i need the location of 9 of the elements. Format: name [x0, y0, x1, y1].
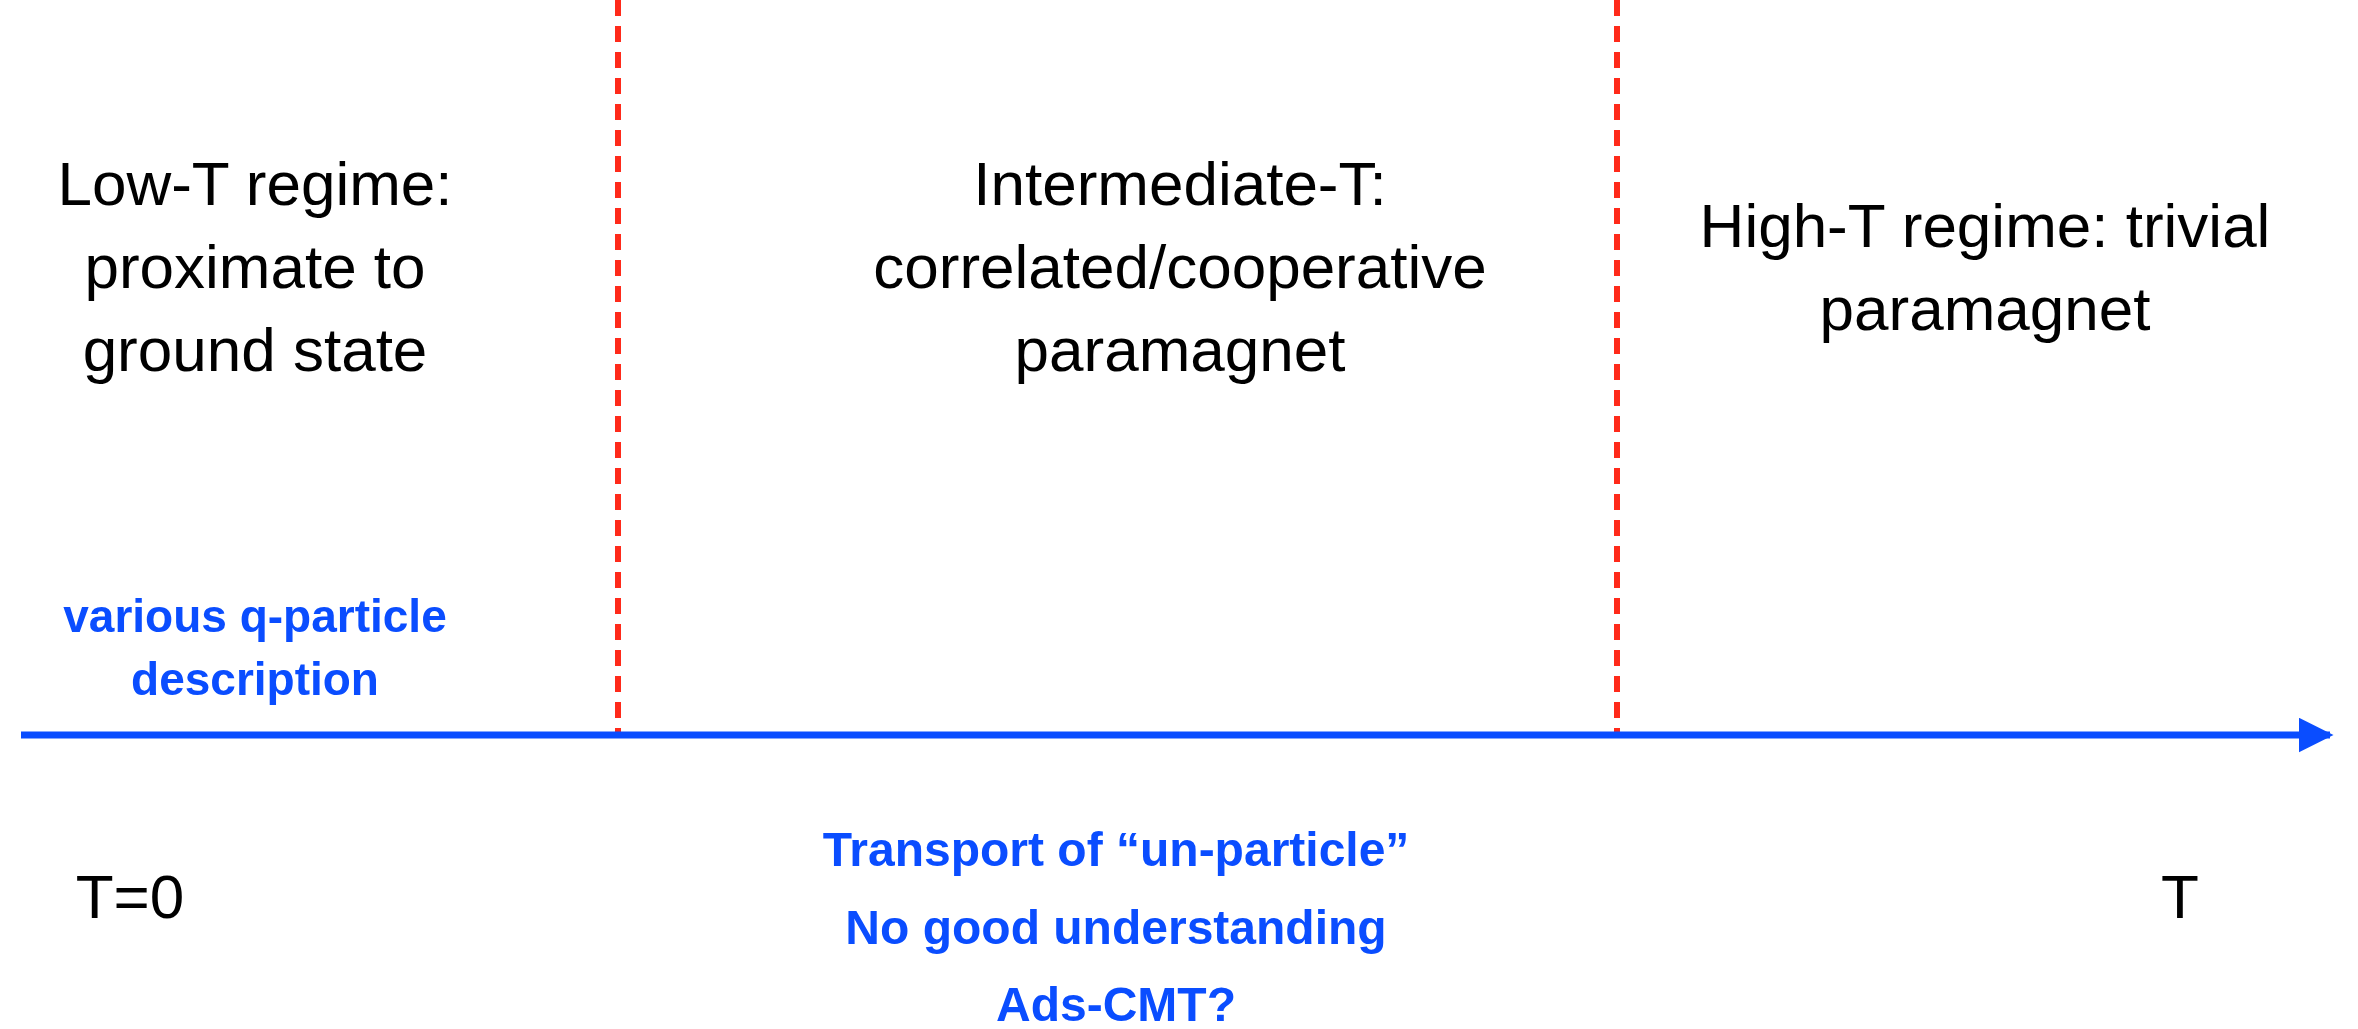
note-text: No good understanding	[844, 900, 1388, 956]
axis-label: T=0	[74, 861, 186, 933]
regime-label: Low-T regime: proximate to ground state	[56, 148, 454, 386]
regime-label: Intermediate-T: correlated/cooperative paramagnet	[872, 148, 1488, 386]
note-text: Transport of “un-particle”	[821, 822, 1411, 878]
axis-label: T	[2160, 861, 2200, 933]
note-text: various q-particle description	[62, 589, 448, 707]
note-text: Ads-CMT?	[995, 977, 1237, 1029]
regime-label: High-T regime: trivial paramagnet	[1698, 190, 2272, 345]
